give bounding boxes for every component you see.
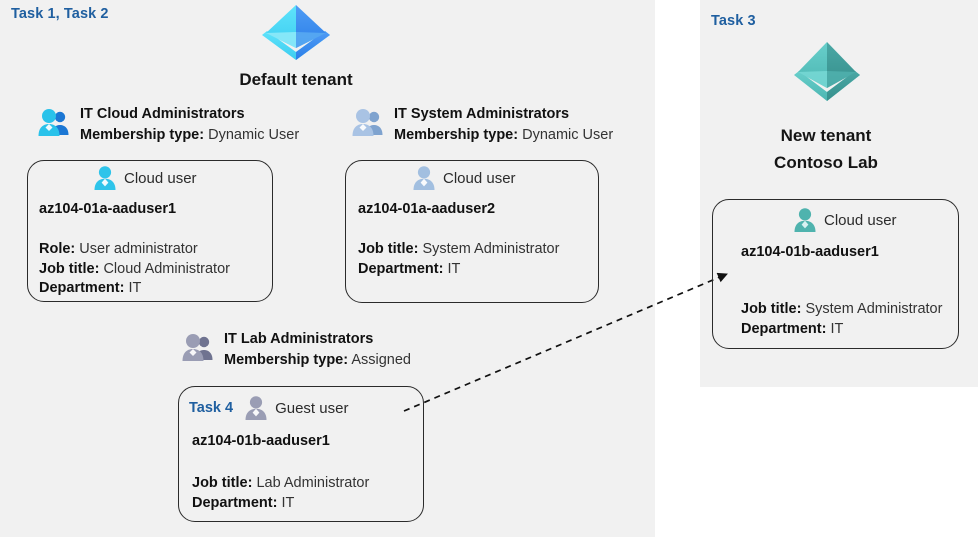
group-membership-value: Dynamic User bbox=[522, 127, 614, 143]
card-properties: Job title: Lab Administrator Department:… bbox=[192, 474, 369, 513]
card-user-type: Guest user bbox=[275, 399, 349, 417]
card-user-type: Cloud user bbox=[443, 169, 516, 187]
property-value: User administrator bbox=[79, 241, 198, 257]
group-membership: Membership type: Dynamic User bbox=[80, 124, 299, 146]
card-property-row: Department: IT bbox=[741, 320, 942, 340]
property-value: System Administrator bbox=[422, 241, 560, 257]
default-tenant-panel bbox=[0, 0, 655, 537]
card-properties: Job title: System Administrator Departme… bbox=[358, 240, 559, 279]
card-property-row: Role: User administrator bbox=[39, 240, 230, 260]
card-upn: az104-01b-aaduser1 bbox=[741, 244, 879, 260]
property-label: Job title: bbox=[192, 475, 253, 491]
card-user-type-row: Cloud user bbox=[411, 165, 516, 191]
group-membership: Membership type: Dynamic User bbox=[394, 124, 613, 146]
property-value: System Administrator bbox=[805, 301, 943, 317]
property-value: IT bbox=[128, 280, 142, 296]
group-users-icon bbox=[352, 109, 383, 136]
property-label: Department: bbox=[741, 320, 827, 337]
new-tenant-caption-line1: New tenant bbox=[780, 126, 872, 145]
group-users-icon bbox=[38, 109, 69, 136]
card-upn: az104-01a-aaduser1 bbox=[39, 201, 177, 217]
card-upn: az104-01b-aaduser1 bbox=[192, 433, 330, 449]
card-property-row: Job title: Lab Administrator bbox=[192, 474, 369, 494]
group-users-icon bbox=[182, 334, 213, 361]
azure-ad-tenant-icon bbox=[262, 5, 330, 60]
card-property-row: Department: IT bbox=[39, 279, 230, 299]
property-label: Job title: bbox=[741, 301, 802, 317]
property-label: Job title: bbox=[39, 260, 100, 277]
user-card-az104-01a-aaduser2 bbox=[345, 160, 599, 303]
card-user-type-row: Cloud user bbox=[792, 207, 897, 233]
group-membership-value: Dynamic User bbox=[208, 127, 300, 143]
task-label-1-2: Task 1, Task 2 bbox=[11, 6, 109, 22]
task-label-4: Task 4 bbox=[189, 400, 234, 416]
property-value: Cloud Administrator bbox=[103, 260, 230, 277]
property-label: Job title: bbox=[358, 241, 419, 257]
property-value: Lab Administrator bbox=[256, 475, 370, 491]
group-membership-label: Membership type: bbox=[80, 127, 205, 143]
card-property-row: Department: IT bbox=[192, 494, 369, 514]
card-property-row: Job title: System Administrator bbox=[741, 300, 942, 320]
property-label: Department: bbox=[358, 260, 444, 277]
card-properties: Job title: System Administrator Departme… bbox=[741, 300, 942, 339]
azure-ad-tenant-icon bbox=[794, 42, 860, 101]
card-properties: Role: User administrator Job title: Clou… bbox=[39, 240, 230, 299]
property-label: Role: bbox=[39, 241, 76, 257]
group-name: IT Lab Administrators bbox=[224, 331, 374, 347]
task-label-3: Task 3 bbox=[711, 13, 756, 29]
user-card-az104-01b-aaduser1-guest bbox=[178, 386, 424, 522]
group-membership-value: Assigned bbox=[351, 352, 411, 368]
group-membership-label: Membership type: bbox=[394, 127, 519, 143]
property-value: IT bbox=[281, 494, 295, 511]
card-property-row: Department: IT bbox=[358, 260, 559, 280]
card-property-row: Job title: Cloud Administrator bbox=[39, 260, 230, 280]
card-user-type-row: Task 4 Guest user bbox=[189, 395, 348, 421]
card-user-type: Cloud user bbox=[824, 211, 897, 229]
cloud-user-icon bbox=[94, 166, 116, 190]
group-membership: Membership type: Assigned bbox=[224, 349, 411, 371]
card-property-row: Job title: System Administrator bbox=[358, 240, 559, 260]
cloud-user-icon bbox=[413, 166, 435, 190]
guest-user-icon bbox=[245, 396, 267, 420]
card-user-type-row: Cloud user bbox=[92, 165, 197, 191]
user-card-az104-01a-aaduser1 bbox=[27, 160, 273, 302]
property-label: Department: bbox=[192, 494, 278, 511]
card-user-type: Cloud user bbox=[124, 169, 197, 187]
property-value: IT bbox=[447, 260, 461, 277]
user-card-new-tenant-az104-01b-aaduser1 bbox=[712, 199, 959, 349]
property-label: Department: bbox=[39, 280, 125, 296]
cloud-user-icon bbox=[794, 208, 816, 232]
group-membership-label: Membership type: bbox=[224, 352, 349, 368]
default-tenant-caption: Default tenant bbox=[239, 70, 353, 89]
new-tenant-caption-line2: Contoso Lab bbox=[774, 153, 878, 172]
group-name: IT Cloud Administrators bbox=[80, 106, 245, 122]
card-upn: az104-01a-aaduser2 bbox=[358, 201, 496, 217]
property-value: IT bbox=[830, 320, 844, 337]
group-name: IT System Administrators bbox=[394, 106, 570, 122]
